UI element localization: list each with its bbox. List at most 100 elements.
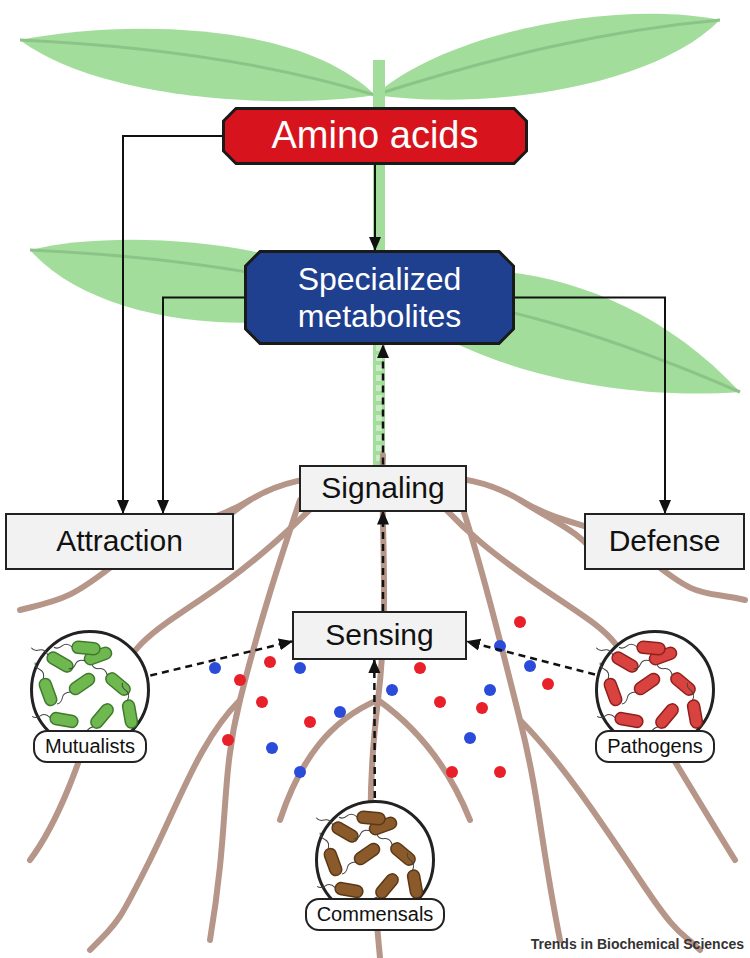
metabolite-dot: [386, 684, 398, 696]
flagellum: [600, 661, 611, 680]
bacterium: [316, 879, 363, 899]
bacterium-body: [603, 677, 624, 707]
illustration-part: [376, 345, 382, 466]
dashed-arrow: [150, 641, 292, 675]
metabolite-octagon: Specialized metabolites: [244, 250, 515, 345]
bacterium-body: [610, 650, 640, 674]
metabolite-dot: [294, 662, 306, 674]
metabolite-dot: [514, 616, 526, 628]
bacterium-body: [653, 701, 680, 730]
bacterium-body: [38, 677, 59, 707]
metabolite-dot: [494, 766, 506, 778]
arrow-connector: [515, 298, 665, 514]
bacterium: [119, 681, 139, 728]
dashed-arrow: [467, 641, 595, 674]
bacterium: [54, 639, 101, 655]
bacterium: [619, 639, 666, 655]
flagellum: [54, 643, 72, 649]
flagellum: [407, 852, 415, 871]
bacterium-body: [357, 811, 386, 825]
metabolite-dot: [264, 656, 276, 668]
bacterium-body: [614, 712, 644, 729]
metabolite-dot: [464, 732, 476, 744]
illustration-part: [375, 14, 720, 100]
bacterium-body: [637, 641, 666, 655]
flagellum: [339, 813, 357, 819]
publisher-credit: Trends in Biochemical Sciences: [531, 936, 744, 952]
flagellum: [619, 643, 637, 649]
metabolite-dots: [209, 616, 554, 778]
node-label: Attraction: [56, 524, 183, 559]
metabolite-dot: [209, 662, 221, 674]
bacterium: [316, 830, 343, 877]
dashed-arrow: [382, 345, 385, 465]
bacterium-body: [687, 699, 704, 729]
arrow-connector: [163, 298, 244, 514]
metabolite-dot: [414, 662, 426, 674]
bacterium-body: [352, 841, 382, 867]
flagellum: [620, 690, 637, 704]
bacterium-body: [373, 871, 400, 900]
bacterium: [31, 660, 58, 707]
flagellum: [55, 690, 72, 704]
bacterium-body: [72, 641, 101, 655]
flagellum: [340, 860, 357, 874]
flagellum: [320, 831, 331, 850]
metabolite-dot: [266, 742, 278, 754]
microbe-label: Mutualists: [33, 730, 147, 763]
arrow-connector: [123, 136, 222, 513]
flagellum: [67, 659, 86, 670]
microbe-label: Commensals: [305, 898, 446, 931]
microbe-group: Mutualists: [30, 630, 150, 750]
metabolite-dot: [524, 660, 536, 672]
flagellum: [632, 659, 651, 670]
process-box: Sensing: [292, 611, 467, 660]
flagellum: [316, 814, 334, 827]
node-label: Signaling: [321, 471, 444, 506]
process-box: Attraction: [5, 513, 234, 570]
illustration-part: [20, 40, 375, 95]
bacterium: [655, 659, 698, 698]
illustration-part: [460, 500, 560, 940]
bacterium-body: [632, 671, 662, 697]
flagellum: [92, 662, 109, 677]
bacterium: [90, 659, 133, 698]
metabolite-octagon: Amino acids: [222, 107, 528, 165]
metabolite-dot: [294, 766, 306, 778]
metabolite-dot: [334, 706, 346, 718]
metabolite-dot: [222, 734, 234, 746]
metabolite-dot: [476, 702, 488, 714]
bacterium-body: [323, 847, 344, 877]
bacterium: [596, 660, 623, 707]
flagellum: [317, 882, 336, 890]
bacterium: [314, 811, 360, 844]
metabolite-dot: [542, 678, 554, 690]
metabolite-dot: [234, 674, 246, 686]
bacterium-body: [122, 699, 139, 729]
illustration-part: [20, 29, 375, 101]
bacterium-body: [49, 712, 79, 729]
flagellum: [657, 662, 674, 677]
microbe-group: Pathogens: [595, 630, 715, 750]
process-box: Defense: [584, 513, 745, 570]
bacterium: [31, 709, 78, 729]
process-box: Signaling: [299, 465, 467, 512]
bacterium: [339, 809, 386, 825]
bacterium-body: [88, 701, 115, 730]
bacterium: [52, 671, 97, 707]
flagellum: [687, 682, 695, 701]
node-label: Defense: [609, 524, 721, 559]
bacterium: [596, 709, 643, 729]
flagellum: [597, 712, 616, 720]
metabolite-dot: [446, 766, 458, 778]
bacterium-body: [45, 650, 75, 674]
bacterium: [29, 641, 75, 674]
bacterium: [594, 641, 640, 674]
illustration-part: [378, 700, 470, 820]
metabolite-dot: [304, 716, 316, 728]
arrow-connector: [374, 165, 376, 250]
metabolite-dot: [256, 696, 268, 708]
bacterium-body: [407, 869, 424, 899]
flagellum: [596, 644, 614, 657]
